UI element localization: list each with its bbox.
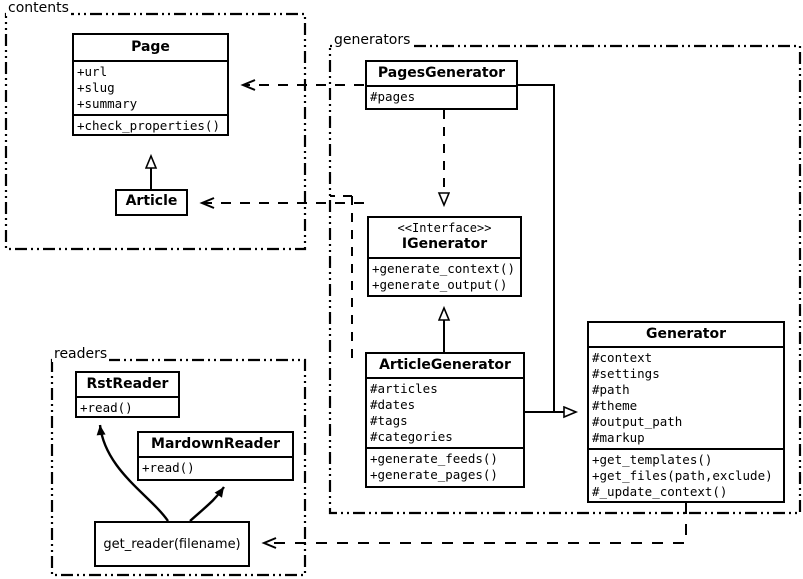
class-mardownreader-header: MardownReader	[139, 433, 292, 456]
class-igenerator-header: <<Interface>> IGenerator	[369, 218, 520, 257]
attribute: #settings	[592, 366, 660, 381]
edge-generator-uses-get_reader	[261, 503, 687, 549]
class-generator-header: Generator	[589, 323, 783, 346]
class-mardownreader[interactable]: MardownReader +read()	[137, 431, 294, 481]
class-rstreader-header: RstReader	[77, 373, 178, 396]
class-articlegenerator-name: ArticleGenerator	[379, 357, 511, 373]
method: +generate_feeds()	[370, 451, 498, 466]
class-article-name: Article	[125, 193, 178, 209]
method: +read()	[142, 460, 195, 475]
class-rstreader-methods: +read()	[77, 396, 178, 418]
attribute: +url	[77, 64, 108, 79]
class-igenerator[interactable]: <<Interface>> IGenerator +generate_conte…	[367, 216, 522, 297]
class-igenerator-name: IGenerator	[401, 236, 488, 252]
class-pagesgenerator[interactable]: PagesGenerator #pages	[365, 60, 518, 110]
class-rstreader[interactable]: RstReader +read()	[75, 371, 180, 418]
function-get-reader-label: get_reader(filename)	[103, 536, 241, 552]
class-articlegenerator-attributes: #articles #dates #tags #categories	[367, 377, 523, 447]
class-generator-methods: +get_templates() +get_files(path,exclude…	[589, 448, 783, 502]
class-articlegenerator-methods: +generate_feeds() +generate_pages()	[367, 447, 523, 485]
class-page-header: Page	[74, 35, 227, 60]
class-generator-attributes: #context #settings #path #theme #output_…	[589, 346, 783, 448]
class-page-methods: +check_properties()	[74, 114, 227, 136]
attribute: #output_path	[592, 414, 683, 429]
class-pagesgenerator-name: PagesGenerator	[377, 65, 506, 81]
attribute: +summary	[77, 96, 138, 111]
class-igenerator-methods: +generate_context() +generate_output()	[369, 257, 520, 295]
attribute: #articles	[370, 381, 438, 396]
attribute: +slug	[77, 80, 115, 95]
class-mardownreader-methods: +read()	[139, 456, 292, 478]
class-igenerator-stereotype: <<Interface>>	[397, 221, 492, 235]
class-article[interactable]: Article	[115, 189, 188, 216]
class-article-header: Article	[117, 191, 186, 212]
attribute: #tags	[370, 413, 408, 428]
package-label-contents: contents	[6, 0, 71, 16]
class-articlegenerator[interactable]: ArticleGenerator #articles #dates #tags …	[365, 352, 525, 488]
class-generator[interactable]: Generator #context #settings #path #them…	[587, 321, 785, 503]
attribute: #markup	[592, 430, 645, 445]
attribute: #categories	[370, 429, 453, 444]
attribute: #path	[592, 382, 630, 397]
edge-get_reader-creates-mardownreader	[189, 486, 225, 522]
attribute: #theme	[592, 398, 638, 413]
class-generator-name: Generator	[645, 326, 726, 342]
method: #_update_context()	[592, 484, 728, 499]
class-page-name: Page	[131, 39, 170, 55]
method: +read()	[80, 400, 133, 415]
edge-generators-extend-generator	[518, 84, 576, 412]
class-mardownreader-name: MardownReader	[151, 436, 280, 452]
function-get-reader[interactable]: get_reader(filename)	[94, 521, 250, 567]
method: +get_templates()	[592, 452, 713, 467]
method: +get_files(path,exclude)	[592, 468, 773, 483]
class-page-attributes: +url +slug +summary	[74, 60, 227, 114]
package-label-readers: readers	[52, 346, 110, 362]
method: +generate_pages()	[370, 467, 498, 482]
attribute: #pages	[370, 89, 416, 104]
method: +generate_context()	[372, 261, 515, 276]
package-label-generators: generators	[332, 32, 413, 48]
attribute: #context	[592, 350, 653, 365]
class-pagesgenerator-header: PagesGenerator	[367, 62, 516, 85]
class-articlegenerator-header: ArticleGenerator	[367, 354, 523, 377]
method: +generate_output()	[372, 277, 508, 292]
attribute: #dates	[370, 397, 416, 412]
class-page[interactable]: Page +url +slug +summary +check_properti…	[72, 33, 229, 136]
class-pagesgenerator-attributes: #pages	[367, 85, 516, 107]
method: +check_properties()	[77, 118, 220, 133]
class-rstreader-name: RstReader	[86, 376, 169, 392]
